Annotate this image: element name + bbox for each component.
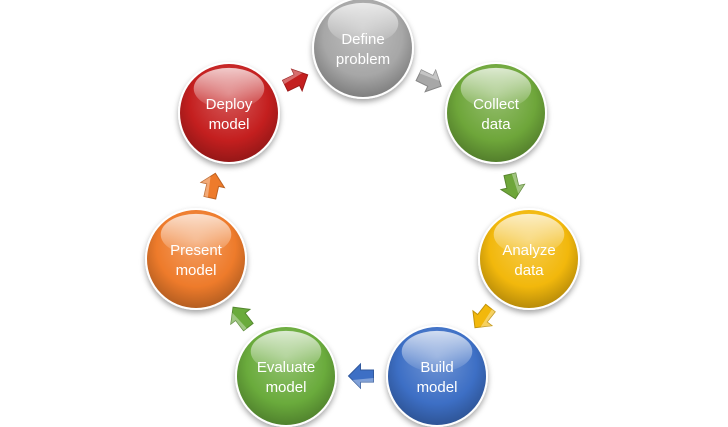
node-deploy-label: Deploy model [206, 96, 253, 133]
node-deploy: Deploy model [178, 62, 280, 164]
node-collect-label: Collect data [473, 96, 520, 133]
node-label-line: model [266, 379, 307, 396]
node-build-label: Build model [417, 359, 458, 396]
node-label-line: model [176, 262, 217, 279]
arrow-highlight [352, 378, 374, 388]
arrow-highlight [480, 309, 496, 328]
arrow-deploy-to-define [281, 68, 309, 93]
node-collect: Collect data [445, 62, 547, 164]
node-label-line: Build [420, 359, 453, 376]
arrow-collect-to-analyze [499, 172, 526, 200]
node-present-label: Present model [170, 242, 223, 279]
arrow-evaluate-to-present [230, 306, 254, 332]
node-evaluate-gloss [250, 330, 322, 373]
arrow-shape [281, 68, 309, 93]
arrow-highlight [201, 176, 211, 198]
arrow-shape [230, 306, 254, 332]
node-label-line: Define [341, 31, 384, 48]
arrow-shape [499, 172, 526, 200]
node-evaluate-label: Evaluate model [257, 359, 315, 396]
arrow-shape [347, 362, 374, 390]
node-label-line: Deploy [206, 96, 253, 113]
arrow-build-to-evaluate [347, 362, 374, 390]
node-label-line: Analyze [502, 242, 555, 259]
arrow-highlight [282, 69, 303, 84]
node-deploy-gloss [193, 67, 265, 110]
node-evaluate: Evaluate model [235, 325, 337, 427]
node-analyze: Analyze data [478, 208, 580, 310]
node-analyze-label: Analyze data [502, 242, 555, 279]
node-label-line: problem [336, 51, 390, 68]
arrow-analyze-to-build [472, 303, 496, 329]
node-define: Define problem [312, 0, 414, 99]
node-label-line: Collect [473, 96, 520, 113]
arrow-shape [472, 303, 496, 329]
arrow-highlight [419, 69, 440, 81]
node-label-line: Present [170, 242, 223, 259]
arrow-present-to-deploy [199, 172, 226, 200]
node-label-line: data [514, 262, 544, 279]
node-collect-gloss [460, 67, 532, 110]
node-present: Present model [145, 208, 247, 310]
node-analyze-gloss [493, 213, 565, 256]
arrow-highlight [511, 172, 525, 194]
arrows-layer [199, 68, 526, 390]
node-label-line: data [481, 116, 511, 133]
arrow-shape [199, 172, 226, 200]
arrow-shape [415, 68, 442, 93]
node-present-gloss [160, 213, 232, 256]
node-define-gloss [327, 2, 399, 45]
node-label-line: model [209, 116, 250, 133]
node-build: Build model [386, 325, 488, 427]
node-define-label: Define problem [336, 31, 390, 68]
arrow-define-to-collect [415, 68, 442, 93]
node-build-gloss [401, 330, 473, 373]
arrow-highlight [230, 312, 247, 331]
node-label-line: model [417, 379, 458, 396]
node-label-line: Evaluate [257, 359, 315, 376]
